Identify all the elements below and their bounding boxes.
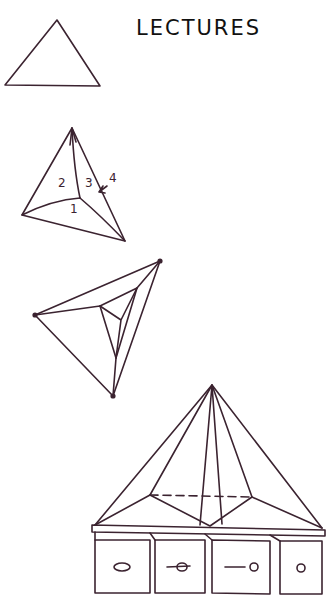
subdivided-triangle [22, 128, 125, 241]
callout-number: 2 [58, 177, 66, 189]
callout-number: 4 [109, 172, 117, 184]
nested-triangle [33, 259, 162, 398]
callout-number: 1 [70, 203, 78, 215]
page-title: LECTURES [136, 18, 261, 39]
callout-number: 3 [85, 177, 93, 189]
plain-triangle [5, 20, 100, 86]
pyramid-sketch [92, 385, 325, 594]
